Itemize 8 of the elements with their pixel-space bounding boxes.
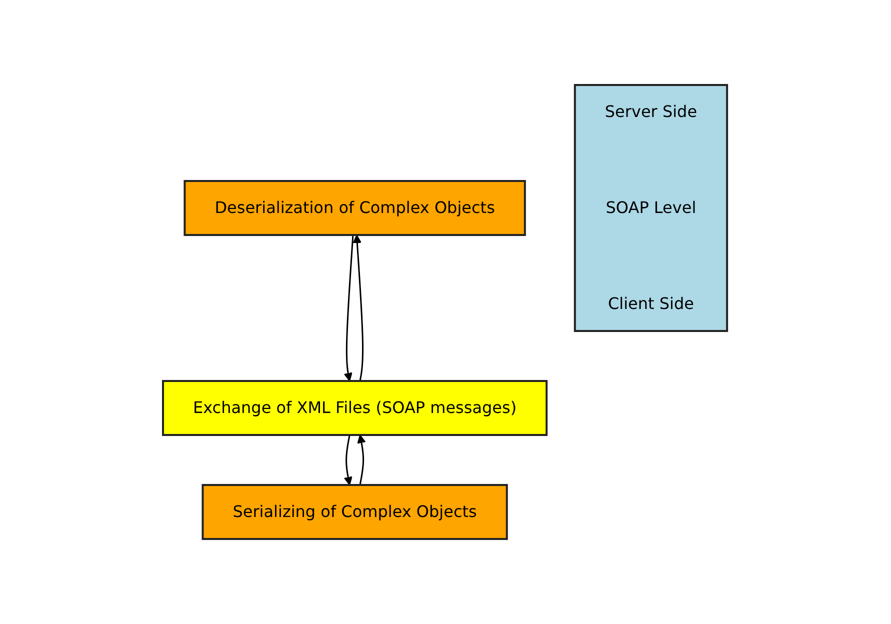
- arrow: [358, 434, 366, 486]
- node-box: Deserialization of Complex Objects: [184, 180, 526, 236]
- node-box: Exchange of XML Files (SOAP messages): [162, 380, 548, 436]
- node-box: Serializing of Complex Objects: [202, 484, 508, 540]
- arrow: [344, 234, 354, 382]
- arrow: [344, 434, 353, 486]
- arrow: [353, 234, 364, 382]
- node-box: Server Side SOAP Level Client Side: [574, 84, 729, 332]
